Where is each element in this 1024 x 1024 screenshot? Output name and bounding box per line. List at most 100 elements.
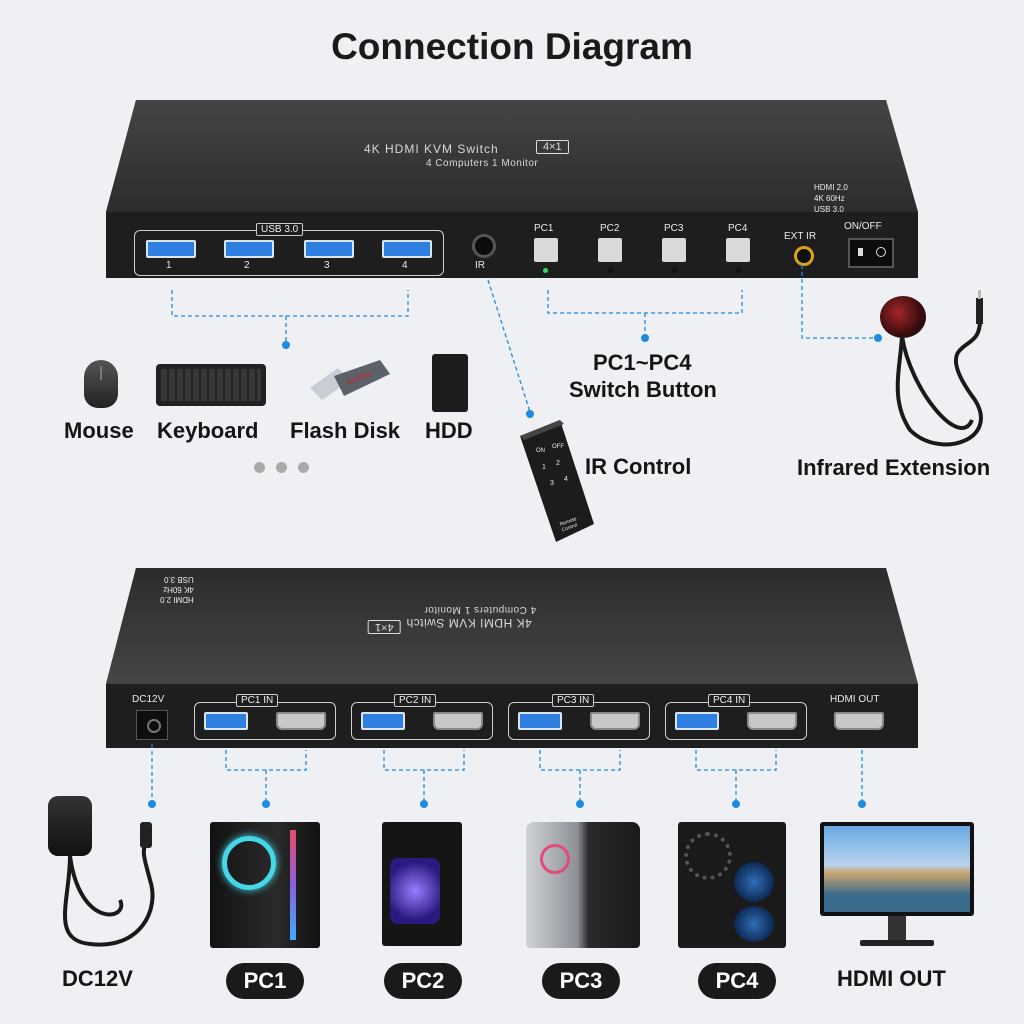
infrared-cable-icon [895,290,983,447]
page-title: Connection Diagram [331,26,693,67]
pc1-led [543,268,548,273]
rear-indicator-list: USB 3.0 4K 60Hz HDMI 2.0 [160,575,194,604]
pc3-button[interactable] [662,238,686,262]
rear-device-body [106,568,918,748]
pc4-button[interactable] [726,238,750,262]
power-cable-icon [63,822,155,947]
usb-device-label-mouse: Mouse [64,418,134,443]
pc3-button-label: PC3 [664,223,684,234]
pc2-led [608,268,613,273]
indicator-hdmi: HDMI 2.0 [814,183,848,192]
pc2-usb-port[interactable] [361,712,405,730]
remote-key-4[interactable]: 4 [564,476,568,483]
ext-ir-jack[interactable] [794,246,814,266]
pc3-usb-port[interactable] [518,712,562,730]
remote-key-1[interactable]: 1 [542,464,546,471]
ir-label: IR [475,260,485,271]
front-kvm-device: 4K HDMI KVM Switch 4×1 4 Computers 1 Mon… [106,100,918,280]
monitor-icon [820,822,974,916]
ir-control-label: IR Control [585,454,692,479]
switch-label-line1: PC1~PC4 [593,350,692,375]
pc1-usb-port[interactable] [204,712,248,730]
ir-remote: ON OFF 1 2 3 4 Remote Control [520,420,594,542]
hdd-icon [432,354,468,412]
remote-key-2[interactable]: 2 [556,460,560,467]
usb-device-label-keyboard: Keyboard [157,418,259,443]
pc2-tower-icon [382,822,462,946]
dc12v-port-label: DC12V [132,694,165,705]
indicator-list: HDMI 2.0 4K 60Hz USB 3.0 [814,182,848,215]
remote-off-label: OFF [552,444,564,450]
pc3-tower-icon [526,822,640,948]
pc2-in-label: PC2 IN [394,694,437,707]
front-device-body [106,100,918,278]
rear-kvm-device: USB 3.0 4K 60Hz HDMI 2.0 4K HDMI KVM Swi… [106,568,918,750]
infrared-extension-label: Infrared Extension [797,455,991,480]
indicator-usb: USB 3.0 [814,205,844,214]
pc2-button-label: PC2 [600,223,620,234]
power-adapter-icon [48,796,92,856]
pc1-button[interactable] [534,238,558,262]
pc3-pill: PC3 [542,963,620,999]
usb-connector-dot [282,341,290,349]
power-label: ON/OFF [844,221,882,232]
pc4-in-label: PC4 IN [708,694,751,707]
usb-port-3[interactable] [304,240,354,258]
indicator-4k: 4K 60Hz [814,194,845,203]
usb-port-label-1: 1 [166,260,172,271]
pc4-usb-port[interactable] [675,712,719,730]
pc3-in-label: PC3 IN [552,694,595,707]
pc3-hdmi-port[interactable] [590,712,640,730]
monitor-stand [888,916,906,944]
keyboard-icon [156,364,266,406]
pc1-pill: PC1 [226,963,304,999]
device-subtitle: 4 Computers 1 Monitor [426,158,539,169]
power-switch[interactable] [848,238,894,268]
dc12v-port[interactable] [136,710,168,740]
switch-connector-dot [641,334,649,342]
pc1-tower-icon [210,822,320,948]
infrared-receiver-icon [880,296,926,338]
pc4-tower-icon [678,822,786,948]
hdmi-out-port-label: HDMI OUT [830,694,880,705]
remote-on-label: ON [536,448,545,454]
usb-port-4[interactable] [382,240,432,258]
mouse-icon [84,360,118,408]
usb-port-label-3: 3 [324,260,330,271]
pc4-led [736,268,741,273]
remote-key-3[interactable]: 3 [550,480,554,487]
pc4-button-label: PC4 [728,223,748,234]
dc12v-label: DC12V [62,966,133,991]
ir-connector-dot [526,410,534,418]
pc2-button[interactable] [598,238,622,262]
rear-connector-lines [148,744,866,808]
ext-ir-label: EXT IR [784,231,817,242]
ext-ir-connector-dot [874,334,882,342]
device-badge: 4×1 [536,140,569,154]
rear-device-badge: 4×1 [368,620,401,634]
pc4-pill: PC4 [698,963,776,999]
switch-label-line2: Switch Button [569,377,717,402]
pc2-pill: PC2 [384,963,462,999]
pc1-in-label: PC1 IN [236,694,279,707]
pc3-led [672,268,677,273]
hdmi-out-port[interactable] [834,712,884,730]
usb-port-2[interactable] [224,240,274,258]
pc4-hdmi-port[interactable] [747,712,797,730]
rear-device-subtitle: 4 Computers 1 Monitor [424,604,537,615]
flash-disk-icon: SanDisk [310,360,390,400]
front-connector-lines [171,265,882,418]
ir-receiver [472,234,496,258]
pc1-button-label: PC1 [534,223,554,234]
usb-port-label-4: 4 [402,260,408,271]
more-devices-dots [254,460,309,478]
usb-group-label: USB 3.0 [256,223,304,236]
rear-device-name: 4K HDMI KVM Switch [406,616,532,630]
pc1-hdmi-port[interactable] [276,712,326,730]
usb-port-label-2: 2 [244,260,250,271]
usb-port-1[interactable] [146,240,196,258]
pc2-hdmi-port[interactable] [433,712,483,730]
usb-device-label-flash: Flash Disk [290,418,401,443]
monitor-base [860,940,934,946]
device-name: 4K HDMI KVM Switch [364,142,499,156]
